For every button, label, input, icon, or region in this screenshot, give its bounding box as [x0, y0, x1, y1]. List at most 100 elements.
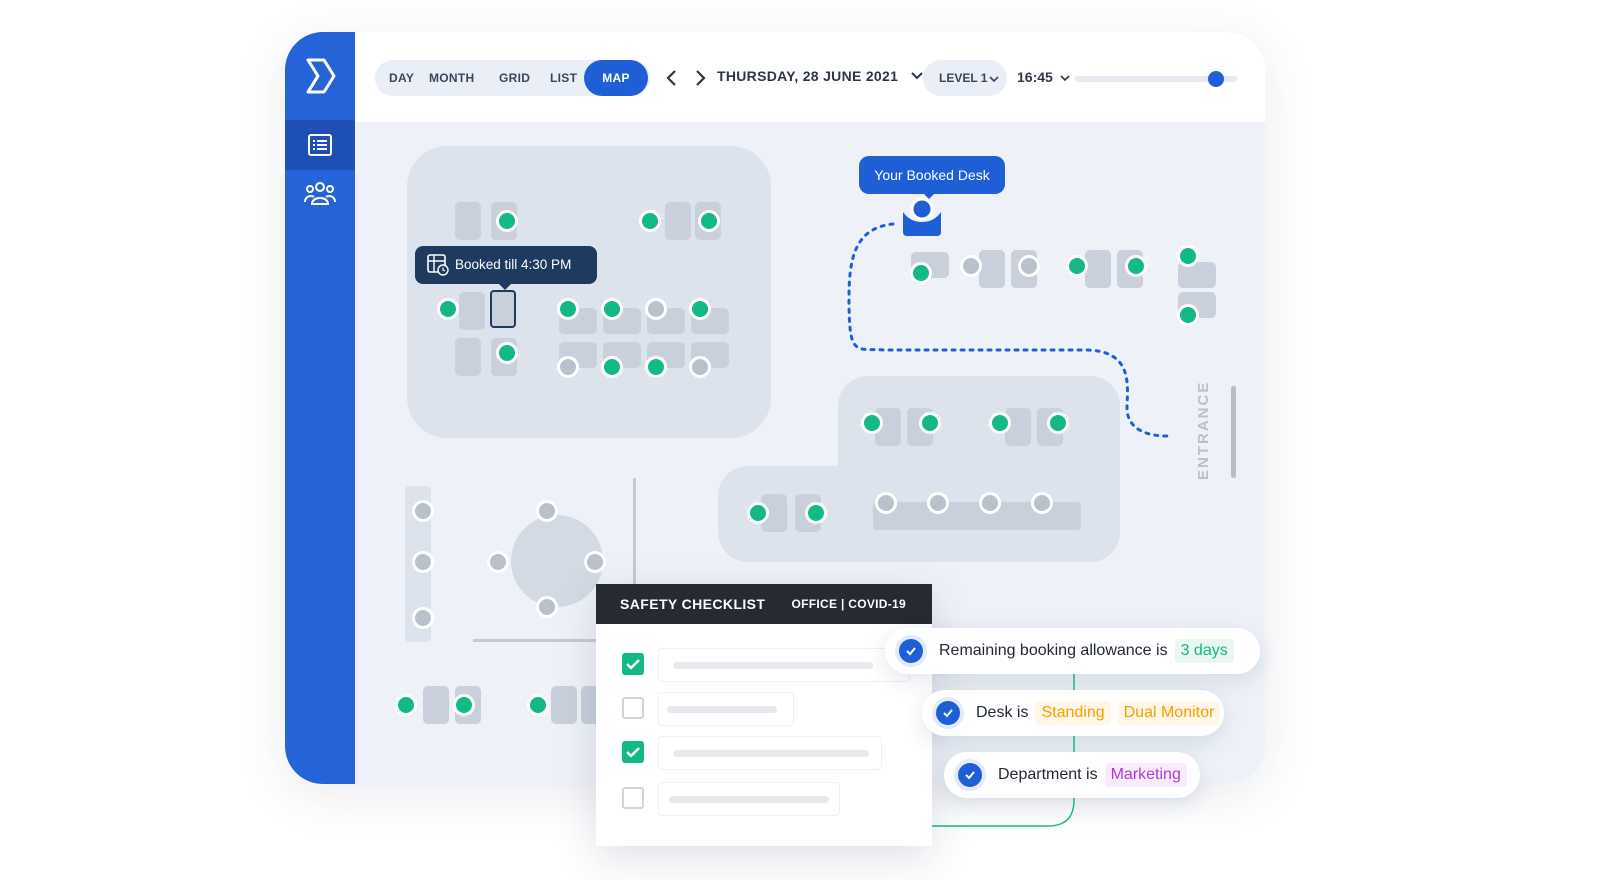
seat-marker-icon [903, 197, 941, 236]
seat-available[interactable] [910, 262, 932, 284]
checkbox-checked[interactable] [622, 653, 644, 675]
check-circle-icon [932, 697, 964, 729]
seat-available[interactable] [601, 356, 623, 378]
level-select[interactable]: LEVEL 1 [923, 60, 1007, 96]
date-label: THURSDAY, 28 JUNE 2021 [717, 68, 899, 84]
seat-available[interactable] [453, 694, 475, 716]
sidebar-item-people[interactable] [285, 168, 355, 218]
seat-occupied[interactable] [557, 356, 579, 378]
tag-days: 3 days [1174, 639, 1234, 663]
seat-occupied[interactable] [412, 551, 434, 573]
condition-department: Department is Marketing [944, 752, 1200, 798]
condition-connector [930, 650, 1075, 827]
seat-occupied[interactable] [1031, 492, 1053, 514]
time-slider-thumb[interactable] [1207, 71, 1224, 87]
entrance-label: ENTRANCE [1195, 380, 1212, 480]
seat-available[interactable] [747, 502, 769, 524]
seat-available[interactable] [919, 412, 941, 434]
seat-available[interactable] [395, 694, 417, 716]
seat-occupied[interactable] [1018, 255, 1040, 277]
booked-desk-highlight[interactable] [490, 290, 516, 328]
tab-list[interactable]: LIST [550, 71, 578, 85]
checklist-placeholder [669, 796, 829, 803]
safety-checklist: SAFETY CHECKLIST OFFICE | COVID-19 [596, 584, 932, 846]
brand-logo-glyph [306, 58, 336, 94]
seat-available[interactable] [1047, 412, 1069, 434]
seat-occupied[interactable] [412, 607, 434, 629]
level-label: LEVEL 1 [939, 71, 988, 85]
chevron-left-icon [666, 70, 676, 86]
seat-available[interactable] [1177, 304, 1199, 326]
people-group-icon [304, 182, 336, 205]
checklist-subtitle: OFFICE | COVID-19 [791, 597, 906, 611]
checklist-line [658, 782, 840, 816]
tab-month[interactable]: MONTH [429, 71, 475, 85]
brand-logo-icon[interactable] [285, 32, 355, 120]
seat-available[interactable] [689, 298, 711, 320]
seat-occupied[interactable] [927, 492, 949, 514]
seat-available[interactable] [601, 298, 623, 320]
seat-available[interactable] [527, 694, 549, 716]
seat-occupied[interactable] [875, 492, 897, 514]
tab-day[interactable]: DAY [389, 71, 415, 85]
time-label: 16:45 [1017, 69, 1053, 85]
entrance-door [1231, 386, 1236, 478]
seat-occupied[interactable] [487, 551, 509, 573]
checkbox-unchecked[interactable] [622, 787, 644, 809]
chevron-down-icon [911, 72, 924, 80]
app-window: DAY MONTH GRID LIST MAP THURSDAY, 28 JUN… [285, 32, 1265, 784]
seat-available[interactable] [639, 210, 661, 232]
seat-available[interactable] [861, 412, 883, 434]
your-desk-marker[interactable] [901, 197, 943, 243]
sidebar-item-list[interactable] [285, 120, 355, 170]
wall-vertical [633, 478, 636, 586]
seat-available[interactable] [645, 356, 667, 378]
checkbox-unchecked[interactable] [622, 697, 644, 719]
seat-available[interactable] [557, 298, 579, 320]
desk [459, 292, 485, 330]
route-path [847, 222, 1169, 438]
condition-booking-allowance: Remaining booking allowance is 3 days [885, 628, 1260, 674]
time-slider[interactable] [1075, 71, 1237, 87]
condition-desk-type: Desk is Standing Dual Monitor [922, 690, 1224, 736]
desk [1085, 250, 1111, 288]
desk [455, 202, 481, 240]
checkmark-icon [626, 659, 640, 670]
seat-occupied[interactable] [960, 255, 982, 277]
seat-available[interactable] [805, 502, 827, 524]
seat-available[interactable] [989, 412, 1011, 434]
time-select[interactable]: 16:45 [1017, 69, 1070, 85]
checklist-placeholder [673, 750, 869, 757]
seat-available[interactable] [496, 210, 518, 232]
booked-tooltip: Booked till 4:30 PM [415, 246, 597, 284]
seat-occupied[interactable] [536, 596, 558, 618]
tab-map[interactable]: MAP [584, 60, 648, 96]
checkbox-checked[interactable] [622, 741, 644, 763]
next-date-button[interactable] [688, 64, 712, 92]
tag-standing: Standing [1035, 701, 1111, 725]
seat-occupied[interactable] [689, 356, 711, 378]
chevron-down-icon [1060, 75, 1070, 82]
seat-available[interactable] [1177, 245, 1199, 267]
list-view-icon [308, 134, 332, 156]
desk [551, 686, 577, 724]
date-picker[interactable]: THURSDAY, 28 JUNE 2021 [717, 68, 924, 84]
seat-available[interactable] [1125, 255, 1147, 277]
seat-occupied[interactable] [536, 500, 558, 522]
prev-date-button[interactable] [660, 64, 684, 92]
seat-occupied[interactable] [979, 492, 1001, 514]
seat-occupied[interactable] [584, 551, 606, 573]
seat-occupied[interactable] [412, 500, 434, 522]
seat-occupied[interactable] [645, 298, 667, 320]
seat-available[interactable] [698, 210, 720, 232]
seat-available[interactable] [496, 342, 518, 364]
seat-available[interactable] [1066, 255, 1088, 277]
view-tabs: DAY MONTH GRID LIST MAP [375, 60, 650, 96]
tag-dual-monitor: Dual Monitor [1117, 701, 1221, 725]
seat-available[interactable] [437, 298, 459, 320]
checklist-header: SAFETY CHECKLIST OFFICE | COVID-19 [596, 584, 932, 624]
checklist-placeholder [673, 662, 873, 669]
wall-horizontal [473, 639, 605, 642]
tab-grid[interactable]: GRID [499, 71, 531, 85]
check-circle-icon [954, 759, 986, 791]
